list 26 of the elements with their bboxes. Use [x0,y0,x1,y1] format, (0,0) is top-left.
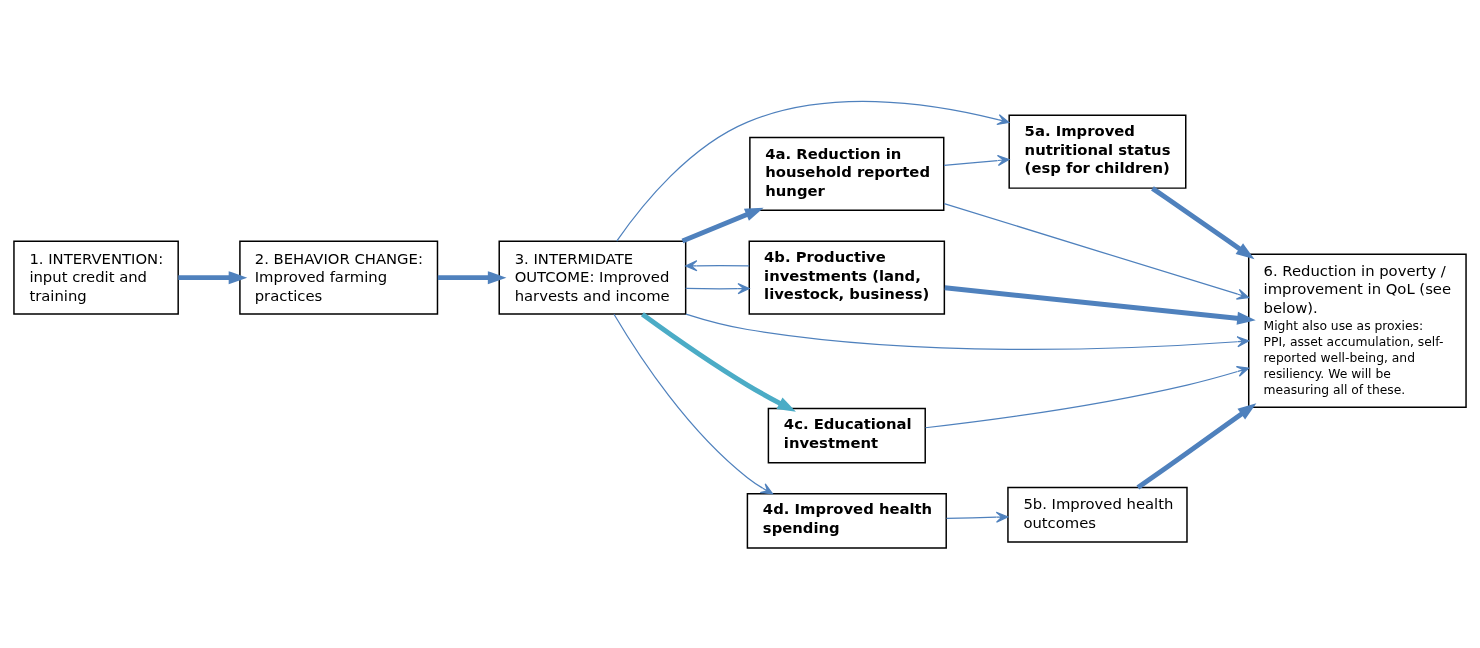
node-box: 1. INTERVENTION: input credit and training [13,240,179,315]
arrow [178,270,248,284]
arrow [616,100,1010,242]
arrow [924,365,1250,428]
arrow [945,511,1009,523]
arrow [685,313,1250,350]
arrow [944,284,1256,325]
arrow [640,311,796,412]
arrow [613,313,774,494]
arrow [1151,185,1255,259]
node-box: 2. BEHAVIOR CHANGE: Improved farming practices [239,240,439,315]
arrow [943,154,1010,166]
node-box: 6. Reduction in poverty / improvement in QoL (see below). Might also use as proxies: PPI, asset accumulation, self-reported well-being, and resiliency. We will be measuring all of these. [1248,252,1467,408]
arrow [1136,402,1257,490]
node-box: 4b. Productive investments (land, livestock, business) [748,240,946,315]
node-box: 3. INTERMIDATE OUTCOME: Improved harvests and income [498,240,687,315]
arrow [685,282,750,294]
arrow [685,259,750,271]
node-box: 5a. Improved nutritional status (esp for children) [1008,114,1187,189]
node-box: 4d. Improved health spending [746,492,947,549]
arrow [943,202,1250,300]
node-box: 4a. Reduction in household reported hunger [749,136,945,211]
node-box: 4c. Educational investment [767,407,926,464]
node-box: 5b. Improved health outcomes [1007,486,1188,543]
arrow [437,270,507,284]
arrow [681,207,764,243]
